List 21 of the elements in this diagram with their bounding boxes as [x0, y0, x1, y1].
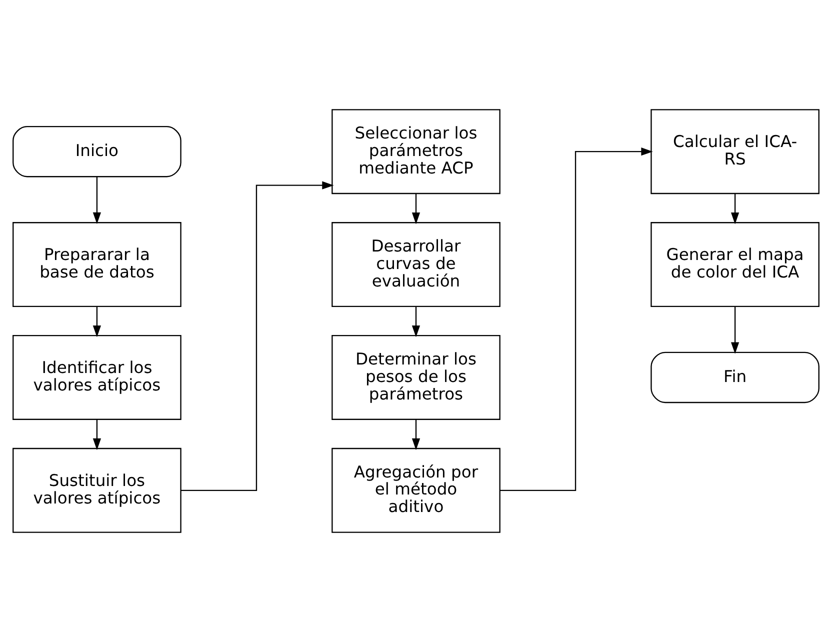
arrow: [500, 147, 653, 490]
node-box: Generar el mapa de color del ICA: [650, 222, 820, 307]
arrow: [92, 419, 102, 450]
node-box: Identificar los valores atípicos: [12, 334, 182, 420]
arrow: [730, 193, 740, 224]
arrow: [412, 193, 420, 224]
node-box: Prepararar la base de datos: [12, 222, 182, 307]
node-box: Sustituir los valores atípicos: [12, 447, 182, 532]
node-box: Calcular el ICA-RS: [650, 108, 820, 194]
node-box: Desarrollar curvas de evaluación: [332, 222, 500, 307]
arrow: [92, 306, 102, 337]
arrow: [412, 419, 420, 450]
arrow: [412, 306, 420, 337]
arrow: [730, 306, 740, 354]
arrow: [92, 176, 102, 224]
node-box: Agregación por el método aditivo: [332, 447, 500, 532]
node-box: Fin: [650, 351, 820, 403]
node-box: Determinar los pesos de los parámetros: [332, 334, 500, 420]
node-box: Seleccionar los parámetros mediante ACP: [332, 108, 500, 194]
node-box: Inicio: [12, 125, 182, 177]
arrow: [180, 180, 334, 490]
